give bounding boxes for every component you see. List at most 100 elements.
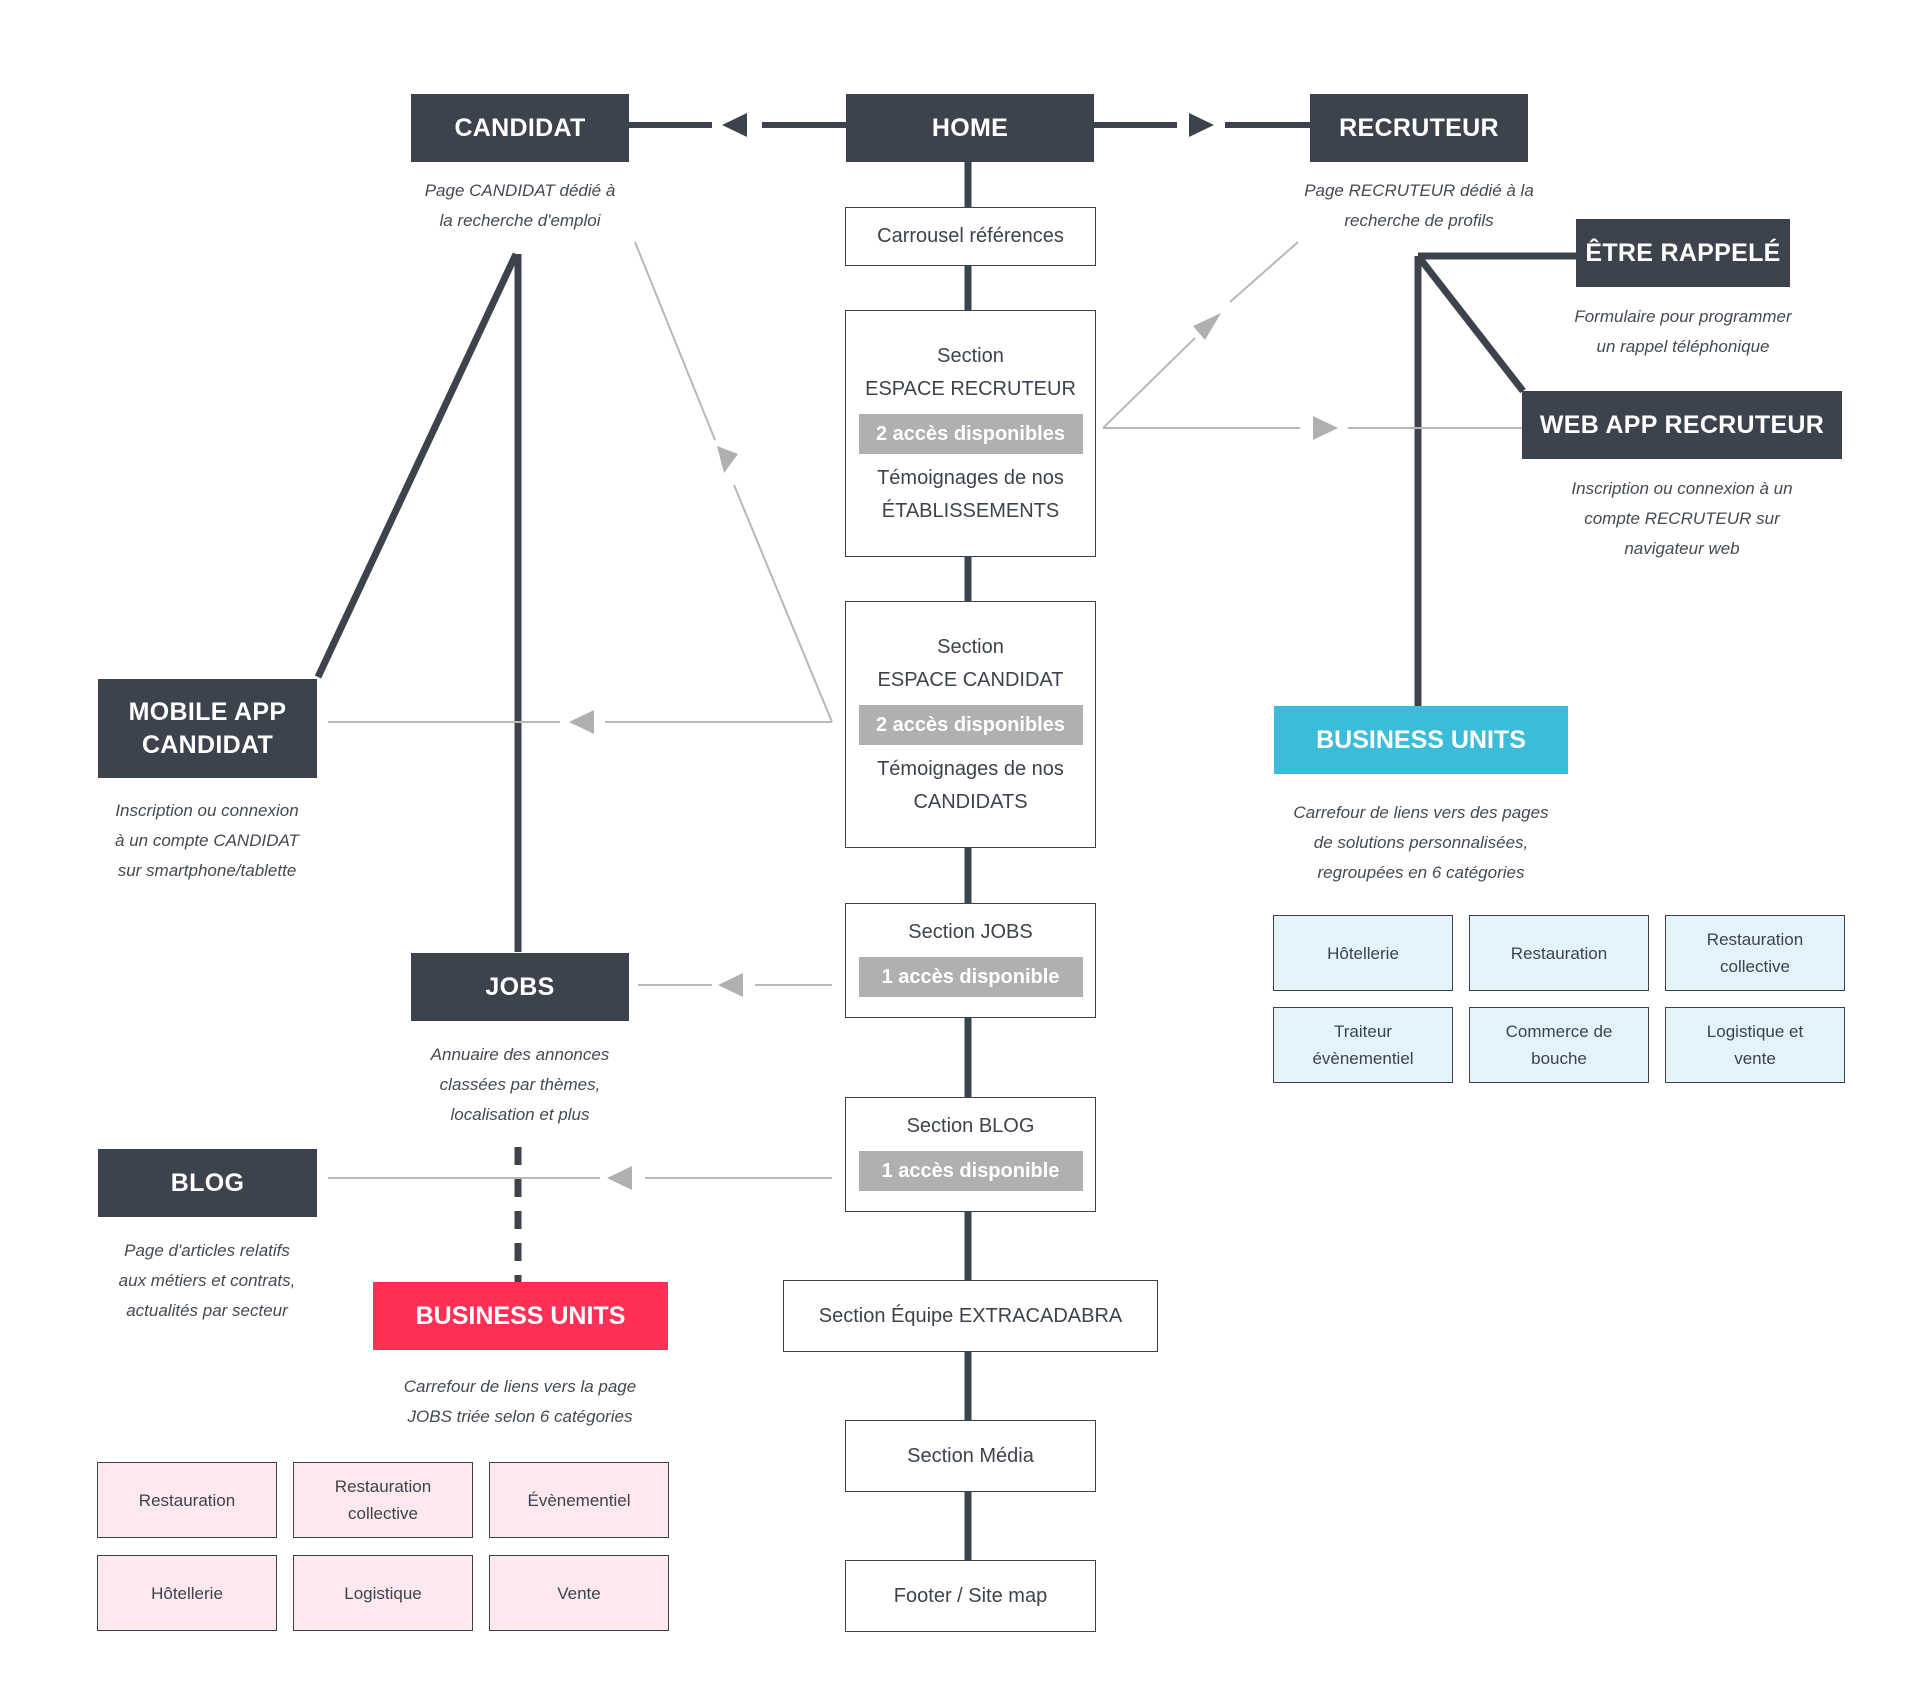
section-label: Section (937, 344, 1004, 367)
arrow-down-icon (717, 446, 738, 473)
category-label: Restauration (1706, 930, 1804, 949)
section-footer[interactable]: Footer / Site map (845, 1560, 1096, 1632)
blog-desc-line: aux métiers et contrats, (118, 1271, 296, 1290)
category-label: Traiteur (1334, 1022, 1392, 1041)
section-label: Section Équipe EXTRACADABRA (818, 1304, 1123, 1327)
section-label: Témoignages de nos (877, 757, 1064, 780)
section-label: Témoignages de nos (877, 466, 1064, 489)
etre-rappele-description: Formulaire pour programmer un rappel tél… (1530, 302, 1836, 362)
recruteur-node[interactable]: RECRUTEUR (1310, 94, 1528, 162)
home-node[interactable]: HOME (846, 94, 1094, 162)
jobs-node[interactable]: JOBS (411, 953, 629, 1021)
light-arrows (569, 313, 1338, 1190)
web-app-recruteur-description: Inscription ou connexion à un compte REC… (1522, 474, 1842, 564)
category-traiteur-evenementiel[interactable]: Traiteur évènementiel (1273, 1007, 1453, 1083)
section-label: ÉTABLISSEMENTS (881, 499, 1060, 522)
web-app-recruteur-label: WEB APP RECRUTEUR (1539, 410, 1825, 439)
arrow-left-icon (607, 1166, 632, 1190)
recruteur-label: RECRUTEUR (1339, 113, 1499, 142)
mobile-app-desc-line: sur smartphone/tablette (117, 861, 297, 880)
jobs-desc-line: classées par thèmes, (439, 1075, 601, 1094)
candidat-node[interactable]: CANDIDAT (411, 94, 629, 162)
section-jobs[interactable]: Section JOBS 1 accès disponible (845, 903, 1096, 1018)
section-espace-candidat[interactable]: Section ESPACE CANDIDAT 2 accès disponib… (845, 601, 1096, 848)
bu-recruteur-desc-line: regroupées en 6 catégories (1317, 863, 1525, 882)
blog-desc-line: actualités par secteur (126, 1301, 288, 1320)
mobile-app-candidat-node[interactable]: MOBILE APP CANDIDAT (98, 679, 317, 778)
etre-rappele-desc-line: un rappel téléphonique (1596, 337, 1770, 356)
access-badge: 1 accès disponible (858, 957, 1083, 997)
business-units-candidat-label: BUSINESS UNITS (415, 1301, 626, 1330)
etre-rappele-label: ÊTRE RAPPELÉ (1585, 238, 1781, 267)
light-links (328, 241, 1522, 1179)
home-label: HOME (931, 113, 1009, 142)
category-label: Logistique et (1706, 1022, 1804, 1041)
recruteur-desc-line: recherche de profils (1344, 211, 1494, 230)
arrow-up-icon (1193, 313, 1221, 340)
blog-node[interactable]: BLOG (98, 1149, 317, 1217)
category-evenementiel[interactable]: Évènementiel (489, 1462, 669, 1538)
section-label: Section BLOG (906, 1115, 1035, 1137)
web-app-desc-line: Inscription ou connexion à un (1571, 479, 1793, 498)
mobile-app-candidat-description: Inscription ou connexion à un compte CAN… (72, 796, 342, 886)
category-restauration[interactable]: Restauration (1469, 915, 1649, 991)
category-label: vente (1734, 1049, 1776, 1068)
bu-recruteur-desc-line: de solutions personnalisées, (1313, 833, 1529, 852)
jobs-description: Annuaire des annonces classées par thème… (390, 1040, 650, 1130)
jobs-desc-line: Annuaire des annonces (430, 1045, 610, 1064)
mobile-app-label: CANDIDAT (141, 730, 274, 759)
candidat-desc-line: la recherche d'emploi (439, 211, 601, 230)
candidat-tree (314, 252, 522, 1282)
mobile-app-desc-line: à un compte CANDIDAT (115, 831, 299, 850)
business-units-recruteur-description: Carrefour de liens vers des pages de sol… (1250, 798, 1592, 888)
link-home-candidat (627, 113, 846, 137)
bu-recruteur-desc-line: Carrefour de liens vers des pages (1293, 803, 1549, 822)
arrow-left-icon (569, 710, 594, 734)
category-label: collective (1720, 957, 1790, 976)
web-app-desc-line: compte RECRUTEUR sur (1584, 509, 1780, 528)
business-units-candidat-node[interactable]: BUSINESS UNITS (373, 1282, 668, 1350)
arrow-left-icon (722, 113, 747, 137)
category-restauration-collective[interactable]: Restauration collective (1665, 915, 1845, 991)
jobs-desc-line: localisation et plus (450, 1105, 590, 1124)
mobile-app-desc-line: Inscription ou connexion (115, 801, 299, 820)
etre-rappele-desc-line: Formulaire pour programmer (1574, 307, 1792, 326)
category-restauration[interactable]: Restauration (97, 1462, 277, 1538)
section-carrousel[interactable]: Carrousel références (845, 207, 1096, 266)
category-hotellerie[interactable]: Hôtellerie (1273, 915, 1453, 991)
link-home-recruteur (1091, 113, 1310, 137)
category-commerce-de-bouche[interactable]: Commerce de bouche (1469, 1007, 1649, 1083)
web-app-recruteur-node[interactable]: WEB APP RECRUTEUR (1522, 391, 1842, 459)
business-units-recruteur-label: BUSINESS UNITS (1316, 725, 1526, 754)
blog-description: Page d'articles relatifs aux métiers et … (72, 1236, 342, 1326)
section-blog[interactable]: Section BLOG 1 accès disponible (845, 1097, 1096, 1212)
category-label: Restauration (334, 1477, 432, 1496)
business-units-candidat-description: Carrefour de liens vers la page JOBS tri… (360, 1372, 680, 1432)
section-label: CANDIDATS (913, 790, 1028, 813)
section-media[interactable]: Section Média (845, 1420, 1096, 1492)
section-espace-recruteur[interactable]: Section ESPACE RECRUTEUR 2 accès disponi… (845, 310, 1096, 557)
section-label: Section (937, 635, 1004, 658)
recruteur-description: Page RECRUTEUR dédié à la recherche de p… (1279, 176, 1559, 236)
category-label: bouche (1531, 1049, 1587, 1068)
category-label: Hôtellerie (151, 1583, 223, 1603)
section-equipe[interactable]: Section Équipe EXTRACADABRA (783, 1280, 1158, 1352)
category-hotellerie[interactable]: Hôtellerie (97, 1555, 277, 1631)
category-vente[interactable]: Vente (489, 1555, 669, 1631)
arrow-right-icon (1189, 113, 1214, 137)
category-logistique-et-vente[interactable]: Logistique et vente (1665, 1007, 1845, 1083)
category-label: Restauration (138, 1490, 236, 1510)
recruteur-tree (1414, 252, 1576, 706)
category-logistique[interactable]: Logistique (293, 1555, 473, 1631)
category-label: Vente (557, 1583, 601, 1603)
business-units-recruteur-node[interactable]: BUSINESS UNITS (1274, 706, 1568, 774)
etre-rappele-node[interactable]: ÊTRE RAPPELÉ (1576, 219, 1790, 287)
access-badge: 2 accès disponibles (858, 413, 1083, 454)
section-label: Section Média (907, 1444, 1034, 1467)
category-restauration-collective[interactable]: Restauration collective (293, 1462, 473, 1538)
category-label: Commerce de (1505, 1022, 1613, 1041)
access-badge: 1 accès disponible (858, 1151, 1083, 1191)
category-label: Logistique (344, 1583, 422, 1603)
bu-candidat-desc-line: Carrefour de liens vers la page (403, 1377, 637, 1396)
